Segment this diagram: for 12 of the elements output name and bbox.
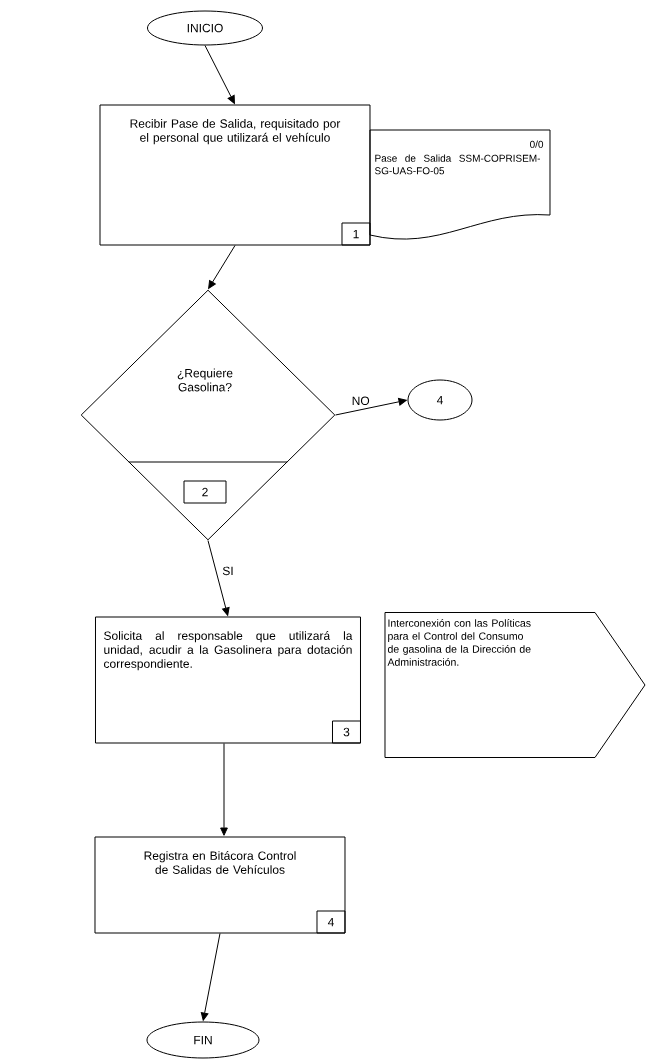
process-box: Solicita al responsable que utilizará la unidad, acudir a la Gasolinera para dotación correspondiente. 3: [95, 616, 361, 744]
process-box: Registra en Bitácora Control de Salidas de Vehículos 4: [94, 836, 346, 934]
arrow: [208, 245, 236, 289]
edge-label: SI: [222, 566, 233, 576]
arrow: [207, 540, 230, 616]
process-box: Recibir Pase de Salida, requisitado por el personal que utilizará el vehículo 1: [99, 104, 371, 246]
edge-label: NO: [352, 396, 370, 405]
arrow: [220, 743, 228, 836]
arrow: [200, 933, 221, 1021]
arrow: [335, 397, 407, 416]
off-page-connector: Interconexión con las Políticas para el Control del Consumo de gasolina de la Dirección de Administración.: [384, 612, 646, 758]
arrow: [204, 45, 235, 104]
